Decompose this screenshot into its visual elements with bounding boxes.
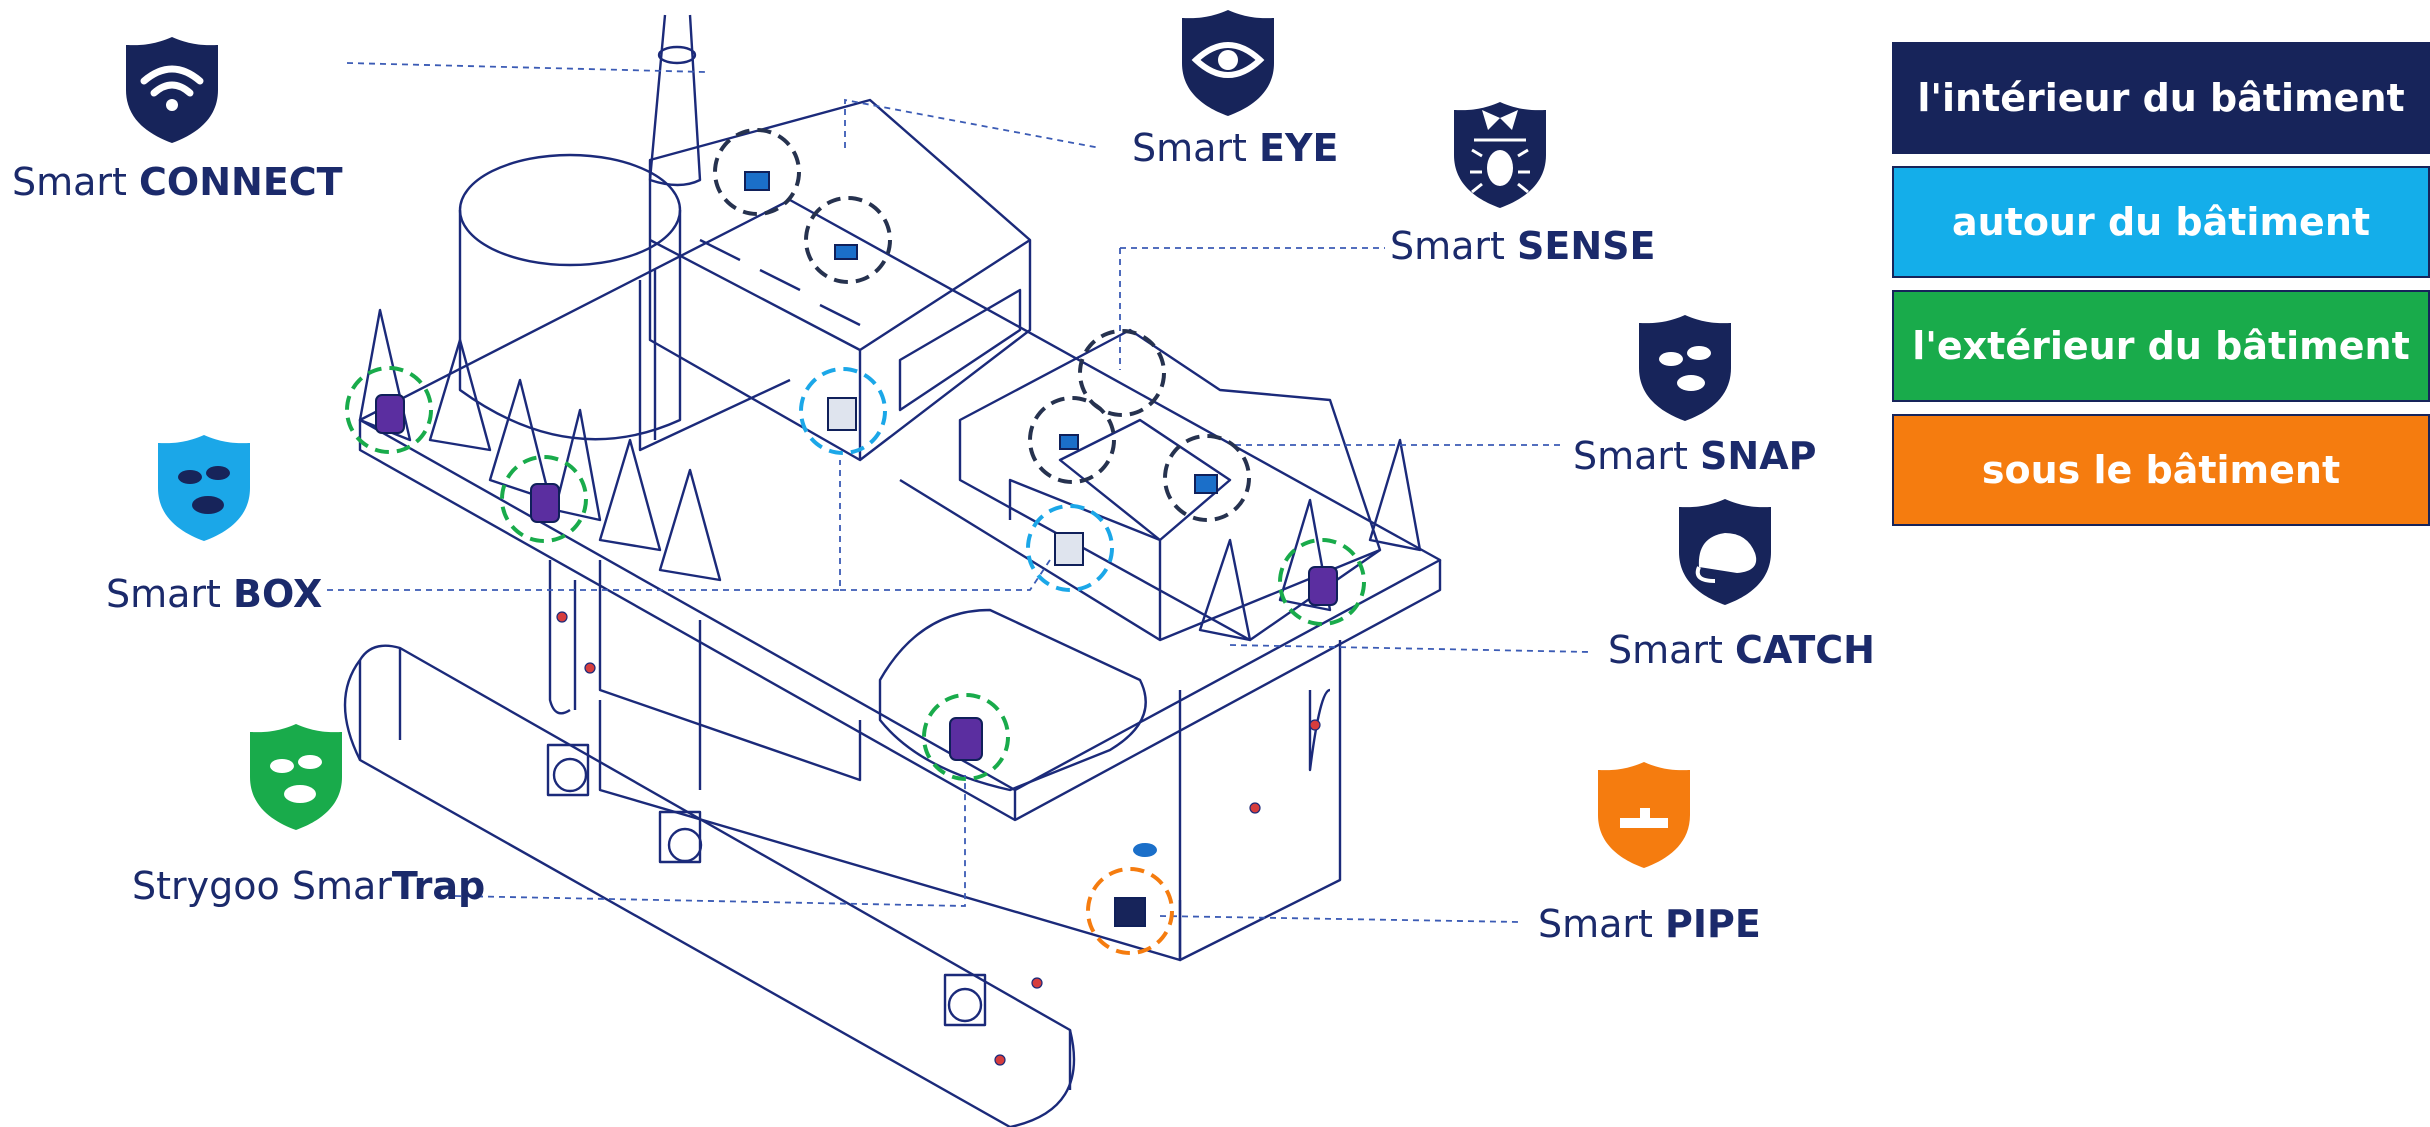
trees	[358, 308, 1422, 642]
label-smart-catch: Smart CATCH	[1608, 628, 1875, 672]
label-smart-eye: Smart EYE	[1132, 126, 1339, 170]
pond	[878, 608, 1147, 792]
label-smart-connect: Smart CONNECT	[12, 160, 343, 204]
legend-item-interior: l'intérieur du bâtiment	[1892, 42, 2430, 154]
device-markers	[345, 128, 1366, 955]
label-smart-pipe: Smart PIPE	[1538, 902, 1761, 946]
building-platform	[358, 198, 1442, 962]
underground-tunnel	[343, 620, 1182, 1127]
wifi-icon	[126, 37, 218, 143]
rat-icon	[1679, 499, 1771, 605]
legend-item-under: sous le bâtiment	[1892, 414, 2430, 526]
storage-tank	[458, 14, 702, 441]
eye-icon	[1182, 10, 1274, 116]
legend-item-exterior: l'extérieur du bâtiment	[1892, 290, 2430, 402]
label-smart-box: Smart BOX	[106, 572, 323, 616]
legend-item-around: autour du bâtiment	[1892, 166, 2430, 278]
label-strygoo-smartrap: Strygoo SmarTrap	[132, 864, 486, 908]
main-building	[638, 98, 1032, 462]
mice-icon	[250, 724, 342, 830]
label-smart-snap: Smart SNAP	[1573, 434, 1817, 478]
pipe-markers	[556, 611, 1321, 1066]
pipe-icon	[1598, 762, 1690, 868]
connector-lines	[327, 62, 1591, 923]
label-smart-sense: Smart SENSE	[1390, 224, 1656, 268]
mice-icon	[1639, 315, 1731, 421]
insect-icon	[1454, 102, 1546, 208]
mice-icon	[158, 435, 250, 541]
